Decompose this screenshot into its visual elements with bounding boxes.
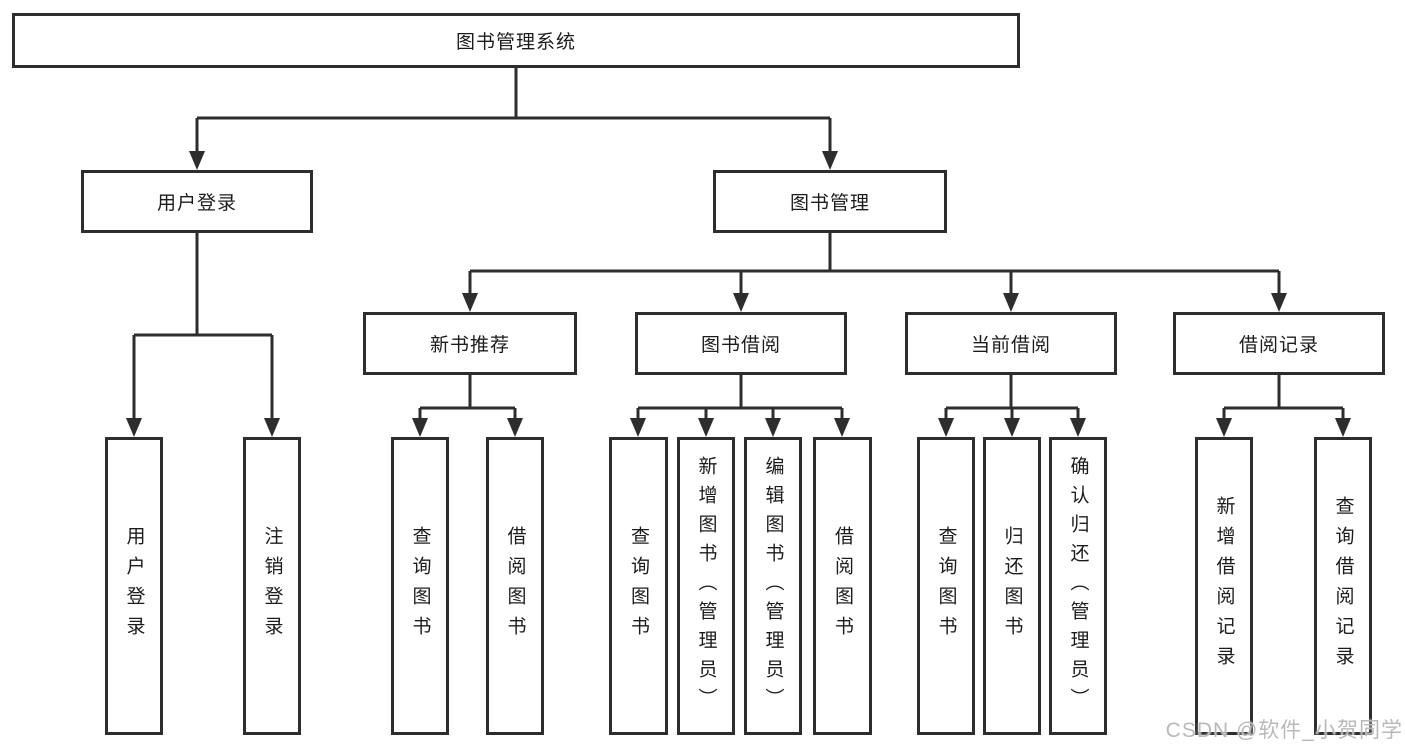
node-book-management: 图书管理	[713, 170, 947, 233]
leaf-logout: 注销登录	[243, 437, 301, 735]
node-current-borrow: 当前借阅	[905, 312, 1117, 375]
node-new-book-recommend: 新书推荐	[363, 312, 577, 375]
leaf-return-books: 归还图书	[983, 437, 1041, 735]
leaf-query-books-borrow: 查询图书	[609, 437, 668, 735]
leaf-user-login: 用户登录	[105, 437, 163, 735]
node-library-management-system: 图书管理系统	[12, 13, 1020, 68]
node-book-borrow: 图书借阅	[635, 312, 847, 375]
leaf-query-books-current: 查询图书	[917, 437, 975, 735]
leaf-borrow-books: 借阅图书	[813, 437, 872, 735]
leaf-add-books-admin: 新增图书（管理员）	[677, 437, 735, 735]
leaf-add-borrow-record: 新增借阅记录	[1195, 437, 1253, 735]
leaf-confirm-return-admin: 确认归还（管理员）	[1049, 437, 1107, 735]
leaf-borrow-books-recommend: 借阅图书	[486, 437, 544, 735]
node-borrow-records: 借阅记录	[1173, 312, 1385, 375]
leaf-query-borrow-record: 查询借阅记录	[1314, 437, 1372, 735]
leaf-query-books-recommend: 查询图书	[391, 437, 449, 735]
leaf-edit-books-admin: 编辑图书（管理员）	[744, 437, 802, 735]
node-user-login: 用户登录	[81, 170, 313, 233]
csdn-watermark: CSDN @软件_小贺同学	[1165, 719, 1403, 742]
